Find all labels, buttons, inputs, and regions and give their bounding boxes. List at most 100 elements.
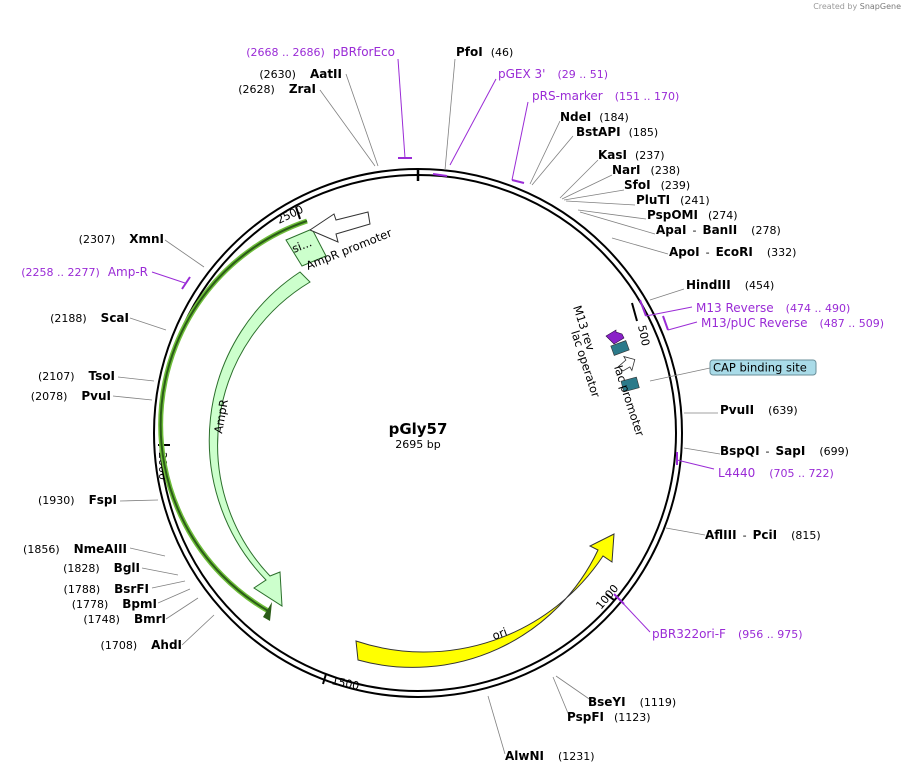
primer-range: (956 .. 975) xyxy=(738,628,803,641)
credit-prefix: Created by xyxy=(813,2,858,11)
enzyme-name-2: EcoRI xyxy=(716,245,753,259)
enzyme-site: (1828) BglI xyxy=(63,561,140,575)
primer-site: (2258 .. 2277) Amp-R xyxy=(21,265,148,279)
enzyme-pos: (241) xyxy=(680,194,710,207)
tick-label-500: 500 xyxy=(635,324,652,347)
enzyme-name: BpmI xyxy=(122,597,157,611)
primer-site: (2668 .. 2686)pBRforEco xyxy=(246,45,395,59)
primer-range: (151 .. 170) xyxy=(615,90,680,103)
primer-name: M13 Reverse xyxy=(696,301,774,315)
ampr-promoter-arrow xyxy=(308,211,371,243)
primer-range: (2258 .. 2277) xyxy=(21,266,100,279)
enzyme-pos: (639) xyxy=(768,404,798,417)
ori-feature-arrow xyxy=(355,533,615,668)
enzyme-name: PvuII xyxy=(720,403,754,417)
enzyme-name: NdeI xyxy=(560,110,591,124)
enzyme-name: HindIII xyxy=(686,278,731,292)
plasmid-length: 2695 bp xyxy=(395,438,440,451)
tick-1500 xyxy=(322,673,327,685)
enzyme-pos: (1788) xyxy=(64,583,101,596)
enzyme-name: XmnI xyxy=(129,232,164,246)
plasmid-name: pGly57 xyxy=(389,420,448,438)
enzyme-site: ApaI-BanII(278) xyxy=(656,223,781,237)
enzyme-name: NmeAIII xyxy=(74,542,127,556)
enzyme-site: (2078)PvuI xyxy=(31,389,111,403)
ori-label: ori xyxy=(490,625,509,643)
primer-mark-pgex3 xyxy=(432,173,448,177)
enzyme-pos: (1748) xyxy=(83,613,120,626)
enzyme-pos: (1231) xyxy=(558,750,595,763)
enzyme-name: BseYI xyxy=(588,695,626,709)
enzyme-site: (2628) ZraI xyxy=(238,82,316,96)
snapgene-credit: Created by SnapGene xyxy=(813,2,901,11)
enzyme-name: ApoI xyxy=(669,245,700,259)
enzyme-pos: (1828) xyxy=(63,562,100,575)
enzyme-site: (1708)AhdI xyxy=(101,638,182,652)
enzyme-leaders xyxy=(112,58,721,755)
credit-brand: SnapGene xyxy=(859,2,901,11)
enzyme-pos: (1930) xyxy=(38,494,75,507)
lac-operator-label: lac operator xyxy=(568,329,603,400)
primer-mark-prs xyxy=(511,179,525,184)
primer-site: pRS-marker(151 .. 170) xyxy=(532,89,679,103)
enzyme-pos: (699) xyxy=(819,445,849,458)
primer-labels: (2668 .. 2686)pBRforEco pGEX 3'(29 .. 51… xyxy=(21,45,884,641)
enzyme-name: BglI xyxy=(114,561,140,575)
enzyme-name: TsoI xyxy=(89,369,115,383)
enzyme-pos: (332) xyxy=(767,246,797,259)
enzyme-pos: (185) xyxy=(629,126,659,139)
enzyme-site: (1930)FspI xyxy=(38,493,117,507)
enzyme-labels: PfoI(46) NdeI(184) BstAPI(185) KasI(237)… xyxy=(456,45,849,763)
enzyme-name: ScaI xyxy=(101,311,129,325)
primer-name: M13/pUC Reverse xyxy=(701,316,808,330)
primer-name: pBRforEco xyxy=(333,45,395,59)
enzyme-site: NdeI (184) xyxy=(560,110,629,124)
enzyme-pos: (278) xyxy=(751,224,781,237)
enzyme-name: ZraI xyxy=(289,82,316,96)
enzyme-pos: (2628) xyxy=(238,83,275,96)
primer-range: (474 .. 490) xyxy=(786,302,851,315)
lac-operator-box xyxy=(610,340,630,356)
primer-site: L4440(705 .. 722) xyxy=(718,466,834,480)
primer-site: M13/pUC Reverse (487 .. 509) xyxy=(701,316,884,330)
enzyme-name: PspOMI xyxy=(647,208,698,222)
enzyme-site: KasI(237) xyxy=(598,148,665,162)
enzyme-site: ApoI-EcoRI(332) xyxy=(669,245,796,259)
enzyme-name: BsrFI xyxy=(114,582,149,596)
primer-range: (487 .. 509) xyxy=(820,317,885,330)
enzyme-name: NarI xyxy=(612,163,641,177)
enzyme-pos: (1119) xyxy=(640,696,677,709)
enzyme-site: PluTI(241) xyxy=(636,193,710,207)
enzyme-name: PspFI xyxy=(567,710,604,724)
primer-site: pGEX 3'(29 .. 51) xyxy=(498,67,608,81)
m13-rev-arrow xyxy=(605,329,625,345)
enzyme-pos: (46) xyxy=(491,46,514,59)
enzyme-site: (1788) BsrFI xyxy=(64,582,149,596)
enzyme-name: BmrI xyxy=(134,612,166,626)
enzyme-pos: (815) xyxy=(791,529,821,542)
enzyme-name: BstAPI xyxy=(576,125,621,139)
enzyme-name-2: SapI xyxy=(776,444,806,458)
enzyme-name: AatII xyxy=(310,67,342,81)
ampr-outer-arrowhead xyxy=(263,602,272,621)
enzyme-pos: (1123) xyxy=(614,711,651,724)
enzyme-site: PspFI (1123) xyxy=(567,710,651,724)
primer-leaders xyxy=(151,58,715,633)
enzyme-name-2: PciI xyxy=(753,528,778,542)
enzyme-site: (1856)NmeAIII xyxy=(23,542,127,556)
primer-range: (29 .. 51) xyxy=(557,68,608,81)
enzyme-site: PvuII (639) xyxy=(720,403,798,417)
enzyme-name: ApaI xyxy=(656,223,686,237)
tick-2500 xyxy=(295,206,301,220)
enzyme-site: BspQI-SapI(699) xyxy=(720,444,849,458)
enzyme-name: KasI xyxy=(598,148,627,162)
enzyme-pos: (184) xyxy=(599,111,629,124)
enzyme-name: BspQI xyxy=(720,444,760,458)
primer-marks xyxy=(181,157,678,605)
enzyme-pos: (2107) xyxy=(38,370,75,383)
primer-name: Amp-R xyxy=(108,265,148,279)
enzyme-pos: (2188) xyxy=(50,312,87,325)
enzyme-name: AlwNI xyxy=(505,749,544,763)
enzyme-pos: (454) xyxy=(745,279,775,292)
primer-name: pBR322ori-F xyxy=(652,627,726,641)
